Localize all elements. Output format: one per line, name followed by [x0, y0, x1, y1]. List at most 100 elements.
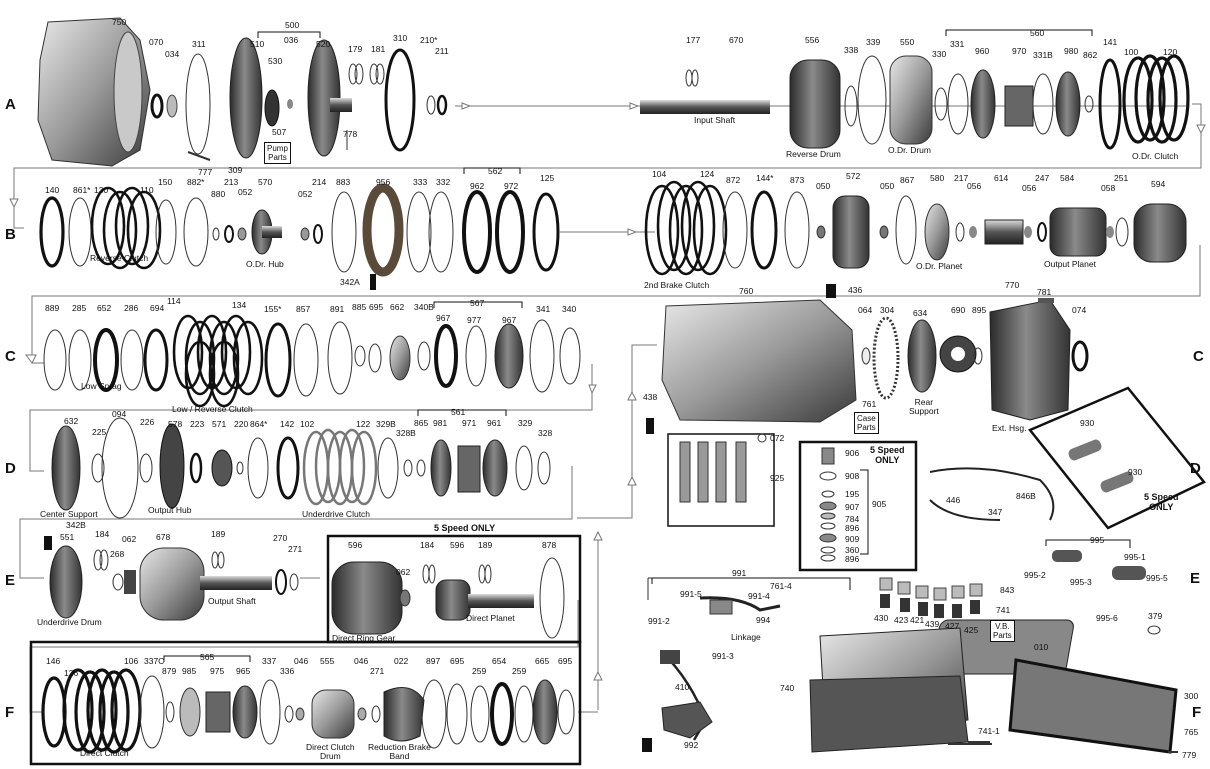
caption-output-planet: Output Planet — [1044, 259, 1096, 269]
part-114: 114 — [167, 296, 181, 306]
part-446: 446 — [946, 495, 961, 505]
part-058: 058 — [1101, 183, 1116, 193]
part-975: 975 — [210, 666, 225, 676]
part-896b: 896 — [845, 554, 860, 564]
part-439: 439 — [925, 619, 940, 629]
part-036: 036 — [284, 35, 299, 45]
part-342b: 342B — [66, 520, 86, 530]
odr-clutch-plates — [1122, 54, 1190, 144]
part-614: 614 — [994, 173, 1009, 183]
part-880: 880 — [211, 189, 226, 199]
part-436: 436 — [848, 285, 863, 295]
part-980: 980 — [1064, 46, 1079, 56]
part-985: 985 — [182, 666, 197, 676]
part-268: 268 — [110, 549, 125, 559]
part-654: 654 — [492, 656, 507, 666]
wiring-harness-446 — [929, 467, 1055, 521]
part-873: 873 — [790, 175, 805, 185]
part-286: 286 — [124, 303, 139, 313]
row-label-e-right: E — [1190, 570, 1201, 587]
row-c-parts — [43, 298, 1089, 434]
part-995-3: 995-3 — [1070, 577, 1092, 587]
part-530: 530 — [268, 56, 283, 66]
five-speed-box-f — [29, 640, 582, 766]
part-883: 883 — [336, 177, 351, 187]
part-565: 565 — [200, 652, 215, 662]
part-962: 962 — [470, 181, 485, 191]
part-740: 740 — [780, 683, 795, 693]
part-339: 339 — [866, 37, 881, 47]
part-223: 223 — [190, 419, 205, 429]
part-561: 561 — [451, 407, 466, 417]
part-304: 304 — [880, 305, 895, 315]
caption-rear-support: Rear Support — [909, 397, 939, 416]
part-259a: 259 — [472, 666, 487, 676]
part-930b: 930 — [1128, 467, 1143, 477]
part-777: 777 — [198, 167, 213, 177]
part-330: 330 — [932, 49, 947, 59]
part-507: 507 — [272, 127, 287, 137]
caption-direct-planet: Direct Planet — [466, 613, 515, 623]
caption-odr-hub: O.Dr. Hub — [246, 259, 284, 269]
five-speed-servo-parts — [1068, 439, 1134, 493]
part-130: 130 — [94, 185, 109, 195]
valve-body-area — [647, 577, 990, 753]
part-551: 551 — [60, 532, 75, 542]
group-brackets — [163, 29, 1131, 662]
part-905: 905 — [872, 499, 887, 509]
part-333: 333 — [413, 177, 428, 187]
part-594: 594 — [1151, 179, 1166, 189]
part-879: 879 — [162, 666, 177, 676]
input-shaft-670 — [640, 100, 770, 114]
part-184b: 184 — [420, 540, 435, 550]
part-882: 882* — [187, 177, 205, 187]
part-678: 678 — [156, 532, 171, 542]
part-337c: 337C — [144, 656, 165, 666]
five-speed-only-e: 5 Speed ONLY — [434, 523, 496, 533]
part-965: 965 — [236, 666, 251, 676]
part-336: 336 — [280, 666, 295, 676]
caption-low-reverse-clutch: Low / Reverse Clutch — [172, 404, 253, 414]
case-parts-box: Case Parts — [854, 412, 879, 434]
part-052b: 052 — [298, 189, 313, 199]
part-329: 329 — [518, 418, 533, 428]
part-360: 360 — [845, 545, 860, 555]
caption-underdrive-drum: Underdrive Drum — [37, 617, 102, 627]
part-259b: 259 — [512, 666, 527, 676]
part-225: 225 — [92, 427, 107, 437]
part-981: 981 — [433, 418, 448, 428]
part-571: 571 — [212, 419, 227, 429]
part-120: 120 — [1163, 47, 1178, 57]
part-972: 972 — [504, 181, 519, 191]
row-label-f: F — [5, 704, 15, 721]
part-062: 062 — [122, 534, 137, 544]
part-046a: 046 — [294, 656, 309, 666]
part-340b: 340B — [414, 302, 434, 312]
spring-box-925 — [667, 433, 775, 527]
part-104: 104 — [652, 169, 667, 179]
five-speed-only-center: 5 Speed ONLY — [870, 445, 905, 465]
part-761-4: 761-4 — [770, 581, 792, 591]
part-861: 861* — [73, 185, 91, 195]
part-150: 150 — [158, 177, 173, 187]
part-596b: 596 — [450, 540, 465, 550]
part-765: 765 — [1184, 727, 1199, 737]
underdrive-clutch-plates — [302, 428, 378, 506]
caption-underdrive-clutch: Underdrive Clutch — [302, 509, 371, 519]
part-891: 891 — [330, 304, 345, 314]
part-430: 430 — [874, 613, 889, 623]
caption-second-brake-clutch: 2nd Brake Clutch — [644, 280, 710, 290]
part-741: 741 — [996, 605, 1011, 615]
part-226: 226 — [140, 417, 155, 427]
part-956: 956 — [376, 177, 391, 187]
part-662: 662 — [390, 302, 405, 312]
odr-drum-550 — [889, 55, 933, 145]
part-862: 862 — [1083, 50, 1098, 60]
row-label-d: D — [5, 460, 16, 477]
part-213: 213 — [224, 177, 239, 187]
part-062b: 062 — [396, 567, 411, 577]
part-034: 034 — [165, 49, 180, 59]
row-e-parts — [44, 536, 1178, 754]
part-652: 652 — [97, 303, 112, 313]
